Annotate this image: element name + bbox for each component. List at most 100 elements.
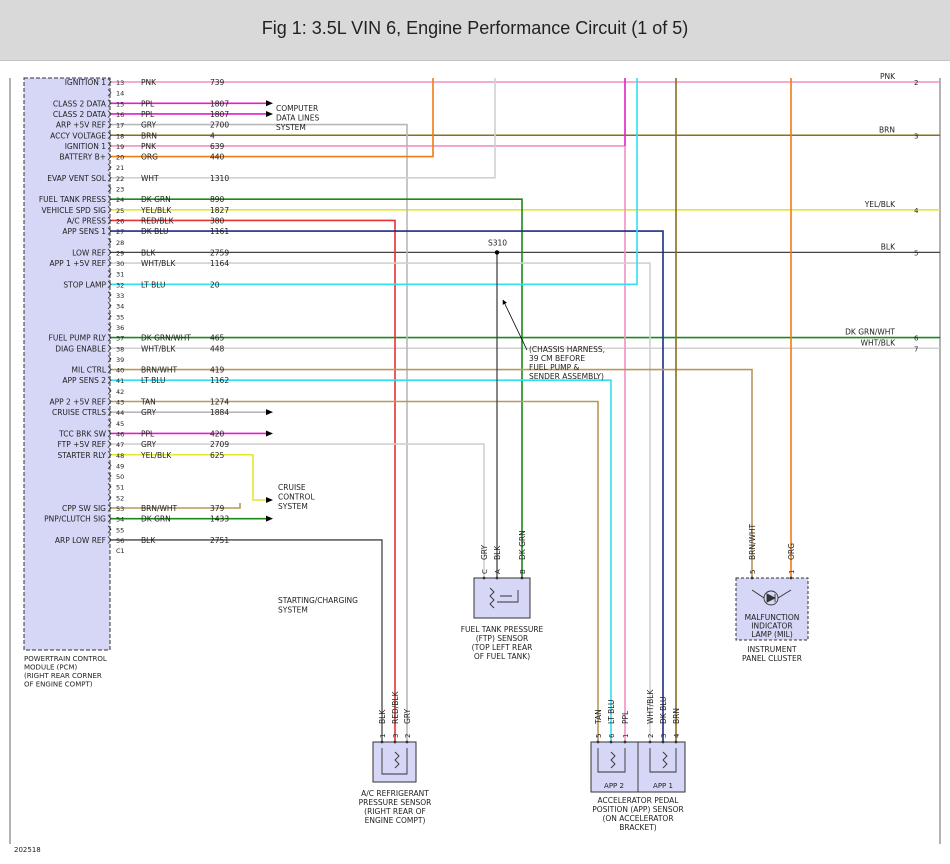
page-ref-number: 5 (914, 249, 918, 257)
pin-dot (674, 740, 678, 744)
pcm-pin-label: BATTERY B+ (59, 153, 106, 162)
circuit-number: 739 (210, 78, 225, 87)
pcm-pin-number: 27 (116, 228, 124, 236)
mil-pin-number: 1 (788, 570, 796, 574)
pcm-pin-number: 48 (116, 452, 124, 460)
pin-bracket (107, 269, 112, 278)
instrument-cluster-box (735, 577, 809, 641)
arrow-icon (266, 100, 273, 107)
pcm-pin-number: 21 (116, 164, 124, 172)
wire-color-label: DK GRN/WHT (141, 334, 191, 343)
ac-sensor-resistor-icon (381, 748, 408, 775)
wire-color-label: DK BLU (141, 227, 169, 236)
pcm-pin-number: 22 (116, 175, 124, 183)
ac-pin-number: 2 (404, 734, 412, 738)
page-ref-number: 7 (914, 345, 918, 353)
app-pin-number: 3 (660, 734, 668, 738)
mil-pin-number: 5 (749, 570, 757, 574)
pcm-pin-number: 25 (116, 207, 124, 215)
app-pin-color: PPL (621, 710, 630, 724)
pin-bracket (107, 514, 112, 523)
arrow-icon (266, 110, 273, 117)
wire-redblk-380 (110, 219, 396, 742)
pin-bracket (107, 536, 112, 544)
pcm-pin-label: TCC BRK SW (58, 429, 106, 438)
pcm-pin-number: 30 (116, 260, 124, 268)
pin-bracket (107, 504, 112, 512)
pcm-pin-number: 49 (116, 462, 124, 470)
circuit-number: 440 (210, 153, 225, 162)
pin-bracket (107, 397, 112, 406)
wire-color-label: GRY (141, 440, 157, 449)
pin-bracket (107, 344, 112, 353)
app-caption: POSITION (APP) SENSOR (592, 805, 684, 814)
page-ref-number: 6 (914, 335, 919, 343)
wire-color-label: PPL (141, 429, 155, 438)
lamp-trace (751, 589, 792, 599)
wire-color-label: BRN/WHT (141, 366, 178, 375)
wire-color-label: DK GRN (141, 195, 171, 204)
pcm-pin-number: 42 (116, 388, 124, 396)
wire-color-label: BLK (141, 536, 156, 545)
pcm-caption: OF ENGINE COMPT) (24, 681, 93, 689)
pin-dot (648, 740, 652, 744)
pcm-module (23, 77, 111, 651)
pcm-pin-number: 19 (116, 143, 124, 151)
pin-bracket (107, 216, 112, 225)
pcm-pin-label: MIL CTRL (72, 366, 107, 375)
circuit-number: 380 (210, 216, 225, 225)
pcm-pin-number: 55 (116, 526, 124, 534)
ftp-pin-color: DK GRN (518, 530, 527, 560)
circuit-number: 419 (210, 366, 225, 375)
pin-bracket (107, 99, 112, 108)
computer-data-label: SYSTEM (276, 123, 306, 132)
circuit-number: 2759 (210, 248, 229, 257)
pin-dot (482, 576, 486, 580)
page-ref-number: 2 (914, 79, 918, 87)
circuit-number: 1884 (210, 408, 229, 417)
pcm-pin-number: 52 (116, 494, 124, 502)
wire-color-label: WHT (141, 174, 159, 183)
app-pin-color: LT BLU (607, 699, 616, 724)
pin-bracket (107, 312, 112, 321)
pcm-pin-number: 50 (116, 473, 124, 481)
pin-dot (380, 740, 384, 744)
pin-bracket (107, 408, 112, 416)
circuit-number: 1433 (210, 515, 229, 524)
pin-bracket (107, 152, 112, 161)
app-pin-number: 5 (595, 734, 603, 738)
pcm-pin-number: 41 (116, 377, 124, 385)
pcm-caption: (RIGHT REAR CORNER (24, 672, 102, 680)
wire-color-label: LT BLU (141, 280, 166, 289)
pcm-pin-label: EVAP VENT SOL (47, 174, 107, 183)
pcm-pin-label: APP SENS 2 (62, 376, 106, 385)
splice-note: (CHASSIS HARNESS, (529, 345, 605, 354)
pin-bracket (107, 227, 112, 235)
wire-color-label: DK GRN (141, 515, 171, 524)
splice-note: FUEL PUMP & (529, 363, 579, 372)
pcm-pin-label: FUEL TANK PRESS (39, 195, 106, 204)
pin-bracket (107, 131, 112, 140)
circuit-number: 1164 (210, 259, 229, 268)
pcm-pin-label: VEHICLE SPD SIG (42, 206, 107, 215)
pcm-pin-label: DIAG ENABLE (55, 344, 106, 353)
cruise-control-label: SYSTEM (278, 502, 308, 511)
wire-color-label: PNK (141, 142, 157, 151)
pcm-pin-number: 36 (116, 324, 124, 332)
pcm-pin-label: PNP/CLUTCH SIG (44, 515, 106, 524)
wire-color-label: ORG (141, 153, 158, 162)
callout-arrow (502, 299, 528, 351)
app1-label: APP 1 (653, 782, 673, 790)
pin-bracket (107, 163, 112, 171)
wire-color-label: PPL (141, 110, 155, 119)
pin-bracket (107, 174, 112, 182)
wire-tan-1274 (110, 400, 599, 742)
ac-caption: (RIGHT REAR OF (364, 807, 426, 816)
circuit-number: 1161 (210, 227, 229, 236)
ac-caption: PRESSURE SENSOR (359, 798, 432, 807)
wires (110, 78, 940, 742)
pcm-pin-label: CRUISE CTRLS (52, 408, 106, 417)
pcm-pin-number: 39 (116, 356, 124, 364)
